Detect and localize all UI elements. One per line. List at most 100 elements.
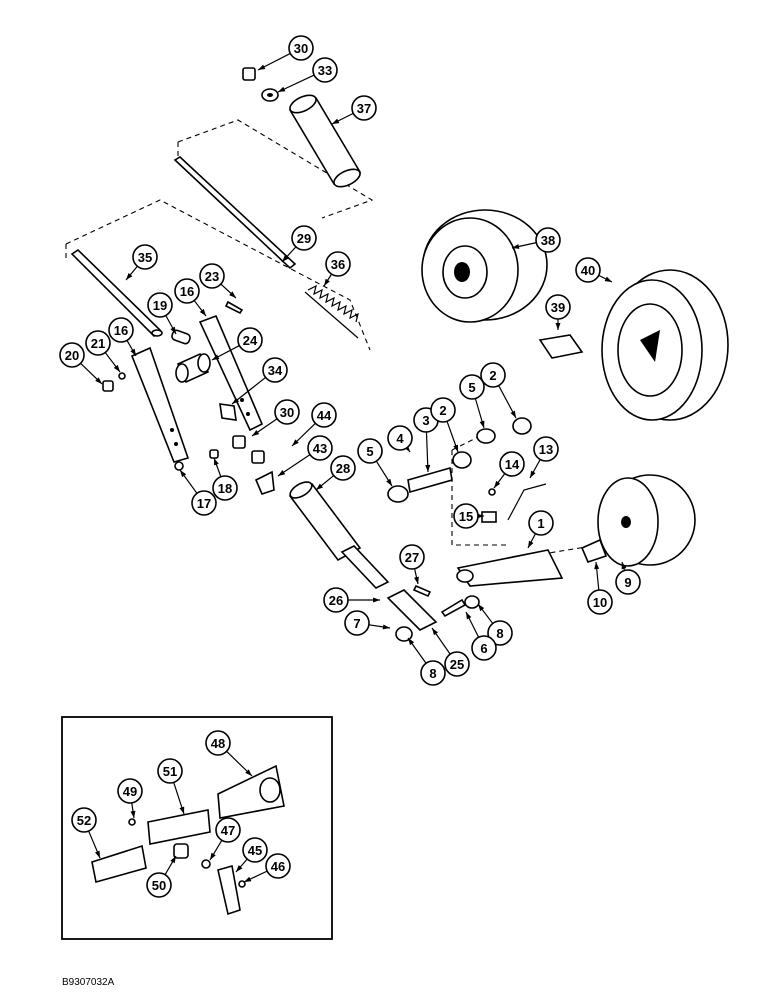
callout-number: 15 bbox=[459, 509, 473, 524]
callout-circle bbox=[533, 436, 559, 462]
callout-circle bbox=[157, 758, 183, 784]
leader-arrowhead bbox=[292, 439, 299, 446]
callout-number: 8 bbox=[429, 666, 436, 681]
callout-number: 47 bbox=[221, 823, 235, 838]
callout-circle bbox=[528, 510, 554, 536]
rod-part bbox=[173, 156, 297, 270]
callout-number: 13 bbox=[539, 442, 553, 457]
callout-24: 24 bbox=[237, 327, 263, 353]
bolt-part bbox=[224, 300, 244, 315]
leader-arrowhead bbox=[130, 348, 136, 356]
callout-number: 16 bbox=[114, 323, 128, 338]
leader-arrowhead bbox=[212, 354, 220, 360]
leader-arrowhead bbox=[113, 364, 120, 372]
leader-arrowhead bbox=[512, 244, 520, 249]
callout-number: 14 bbox=[505, 457, 520, 472]
leader-arrowhead bbox=[453, 444, 458, 452]
callout-circle bbox=[265, 853, 291, 879]
callout-46: 46 bbox=[265, 853, 291, 879]
inset-box bbox=[61, 716, 333, 940]
callout-circle bbox=[430, 397, 456, 423]
callout-number: 33 bbox=[318, 63, 332, 78]
callout-number: 20 bbox=[65, 348, 79, 363]
leader-arrowhead bbox=[604, 276, 612, 282]
callout-circle bbox=[262, 357, 288, 383]
leader-arrowhead bbox=[180, 470, 187, 478]
callout-number: 51 bbox=[163, 764, 177, 779]
callout-number: 34 bbox=[268, 363, 283, 378]
callout-50: 50 bbox=[146, 872, 172, 898]
callout-number: 49 bbox=[123, 784, 137, 799]
leader-arrowhead bbox=[555, 323, 561, 330]
leader-arrowhead bbox=[245, 769, 252, 776]
inset-arm-48 bbox=[217, 764, 285, 819]
callout-number: 45 bbox=[248, 843, 262, 858]
leader-arrowhead bbox=[170, 856, 176, 864]
callout-circle bbox=[499, 451, 525, 477]
callout-number: 29 bbox=[297, 231, 311, 246]
callout-number: 8 bbox=[496, 626, 503, 641]
leader-arrowhead bbox=[210, 852, 216, 860]
tube-part bbox=[288, 94, 362, 188]
callout-circle bbox=[453, 503, 479, 529]
clip-part bbox=[219, 403, 237, 421]
callout-circle bbox=[615, 569, 641, 595]
callout-number: 28 bbox=[336, 461, 350, 476]
callout-51: 51 bbox=[157, 758, 183, 784]
callout-8: 8 bbox=[487, 620, 513, 646]
callout-17: 17 bbox=[191, 490, 217, 516]
callout-40: 40 bbox=[575, 257, 601, 283]
leader-arrowhead bbox=[232, 397, 240, 404]
leader-arrowhead bbox=[408, 638, 415, 646]
callout-4: 4 bbox=[387, 425, 413, 451]
plate-part bbox=[481, 488, 497, 523]
callout-23: 23 bbox=[199, 263, 225, 289]
leader-arrowhead bbox=[477, 513, 484, 519]
callout-circle bbox=[444, 651, 470, 677]
callout-circle bbox=[291, 225, 317, 251]
callout-43: 43 bbox=[307, 435, 333, 461]
callout-19: 19 bbox=[147, 292, 173, 318]
callout-number: 2 bbox=[489, 368, 496, 383]
axle-part bbox=[580, 538, 608, 563]
callout-circle bbox=[545, 294, 571, 320]
callout-circle bbox=[199, 263, 225, 289]
callout-47: 47 bbox=[215, 817, 241, 843]
inset-plate-52 bbox=[91, 844, 147, 884]
callout-7: 7 bbox=[344, 610, 370, 636]
callout-number: 7 bbox=[353, 616, 360, 631]
callout-30: 30 bbox=[288, 35, 314, 61]
nut-part-2 bbox=[232, 435, 265, 464]
callout-10: 10 bbox=[587, 589, 613, 615]
callout-circle bbox=[237, 327, 263, 353]
leader-arrowhead bbox=[479, 420, 485, 428]
callout-30: 30 bbox=[274, 399, 300, 425]
bracket-part-2 bbox=[130, 346, 190, 463]
callout-circle bbox=[191, 490, 217, 516]
callout-number: 5 bbox=[366, 444, 373, 459]
callout-number: 4 bbox=[396, 431, 404, 446]
callout-number: 52 bbox=[77, 813, 91, 828]
callout-circle bbox=[205, 730, 231, 756]
callout-circle bbox=[330, 455, 356, 481]
inset-bracket-45 bbox=[217, 864, 241, 916]
sleeve-part bbox=[386, 589, 438, 631]
callout-49: 49 bbox=[117, 778, 143, 804]
leader-arrowhead bbox=[432, 628, 439, 636]
callout-circle bbox=[215, 817, 241, 843]
callout-number: 17 bbox=[197, 496, 211, 511]
callout-number: 24 bbox=[243, 333, 258, 348]
callout-number: 19 bbox=[153, 298, 167, 313]
inset-nut-47 bbox=[201, 859, 211, 869]
cylinder-part bbox=[288, 481, 390, 589]
callout-29: 29 bbox=[291, 225, 317, 251]
callout-25: 25 bbox=[444, 651, 470, 677]
arm-part bbox=[456, 549, 564, 587]
callout-number: 30 bbox=[294, 41, 308, 56]
callout-circle bbox=[85, 330, 111, 356]
callout-circle bbox=[420, 660, 446, 686]
callout-15: 15 bbox=[453, 503, 479, 529]
callout-circle bbox=[242, 837, 268, 863]
callout-circle bbox=[147, 292, 173, 318]
callout-5: 5 bbox=[459, 374, 485, 400]
